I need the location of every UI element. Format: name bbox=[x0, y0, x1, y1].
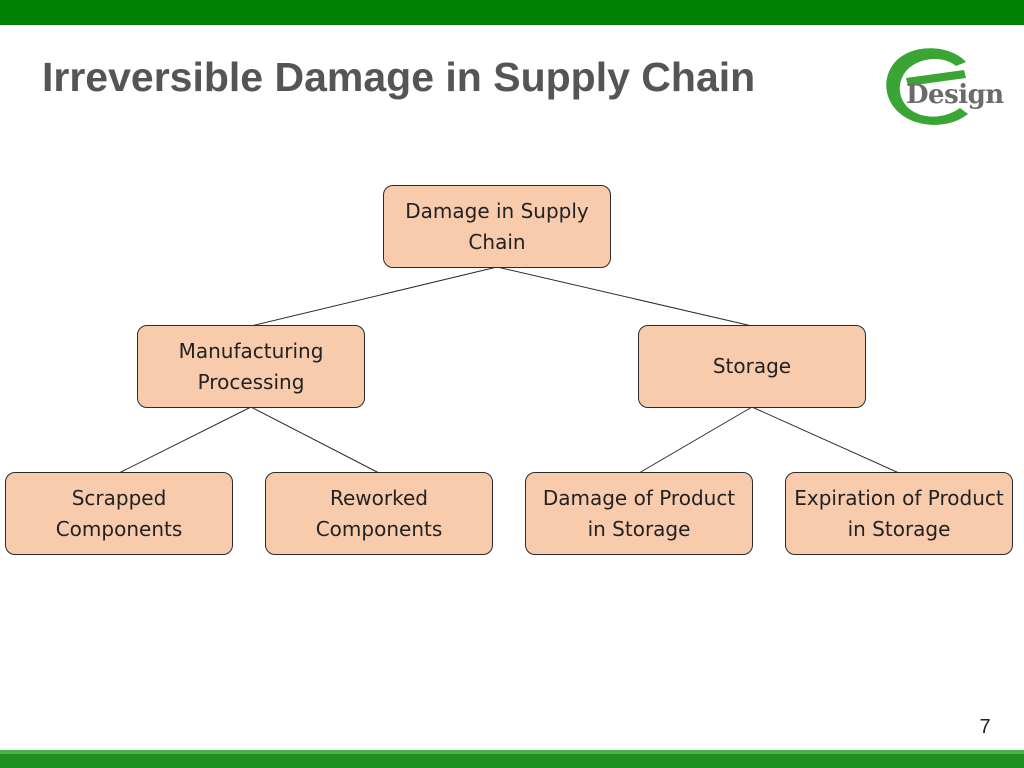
node-reworked-components: Reworked Components bbox=[265, 472, 493, 555]
node-manufacturing-processing: Manufacturing Processing bbox=[137, 325, 365, 408]
connector-manufacturing-reworked bbox=[250, 406, 380, 474]
connector-root-storage bbox=[496, 266, 753, 327]
node-scrapped-components: Scrapped Components bbox=[5, 472, 233, 555]
node-label: Expiration of Product in Storage bbox=[794, 485, 1004, 541]
logo-wordmark: Design bbox=[906, 80, 1004, 110]
node-storage: Storage bbox=[638, 325, 866, 408]
connector-storage-expiration bbox=[751, 406, 900, 474]
node-expiration-of-product-in-storage: Expiration of Product in Storage bbox=[785, 472, 1013, 555]
connector-manufacturing-scrapped bbox=[118, 406, 252, 474]
node-label: Storage bbox=[712, 354, 792, 378]
node-damage-in-supply-chain: Damage in Supply Chain bbox=[383, 185, 611, 268]
page-number: 7 bbox=[979, 716, 991, 738]
edesign-logo bbox=[886, 48, 968, 125]
bottom-bar bbox=[0, 750, 1024, 768]
top-bar bbox=[0, 0, 1024, 25]
node-label: Damage of Product in Storage bbox=[542, 485, 736, 541]
node-label: Manufacturing Processing bbox=[178, 338, 324, 394]
node-label: Reworked Components bbox=[315, 485, 443, 541]
node-damage-of-product-in-storage: Damage of Product in Storage bbox=[525, 472, 753, 555]
bottom-bar-stripe bbox=[0, 750, 1024, 754]
node-label: Scrapped Components bbox=[55, 485, 183, 541]
connector-root-manufacturing bbox=[250, 266, 498, 327]
node-label: Damage in Supply Chain bbox=[405, 198, 589, 254]
connector-storage-damage bbox=[638, 406, 753, 474]
slide-title: Irreversible Damage in Supply Chain bbox=[42, 54, 756, 100]
